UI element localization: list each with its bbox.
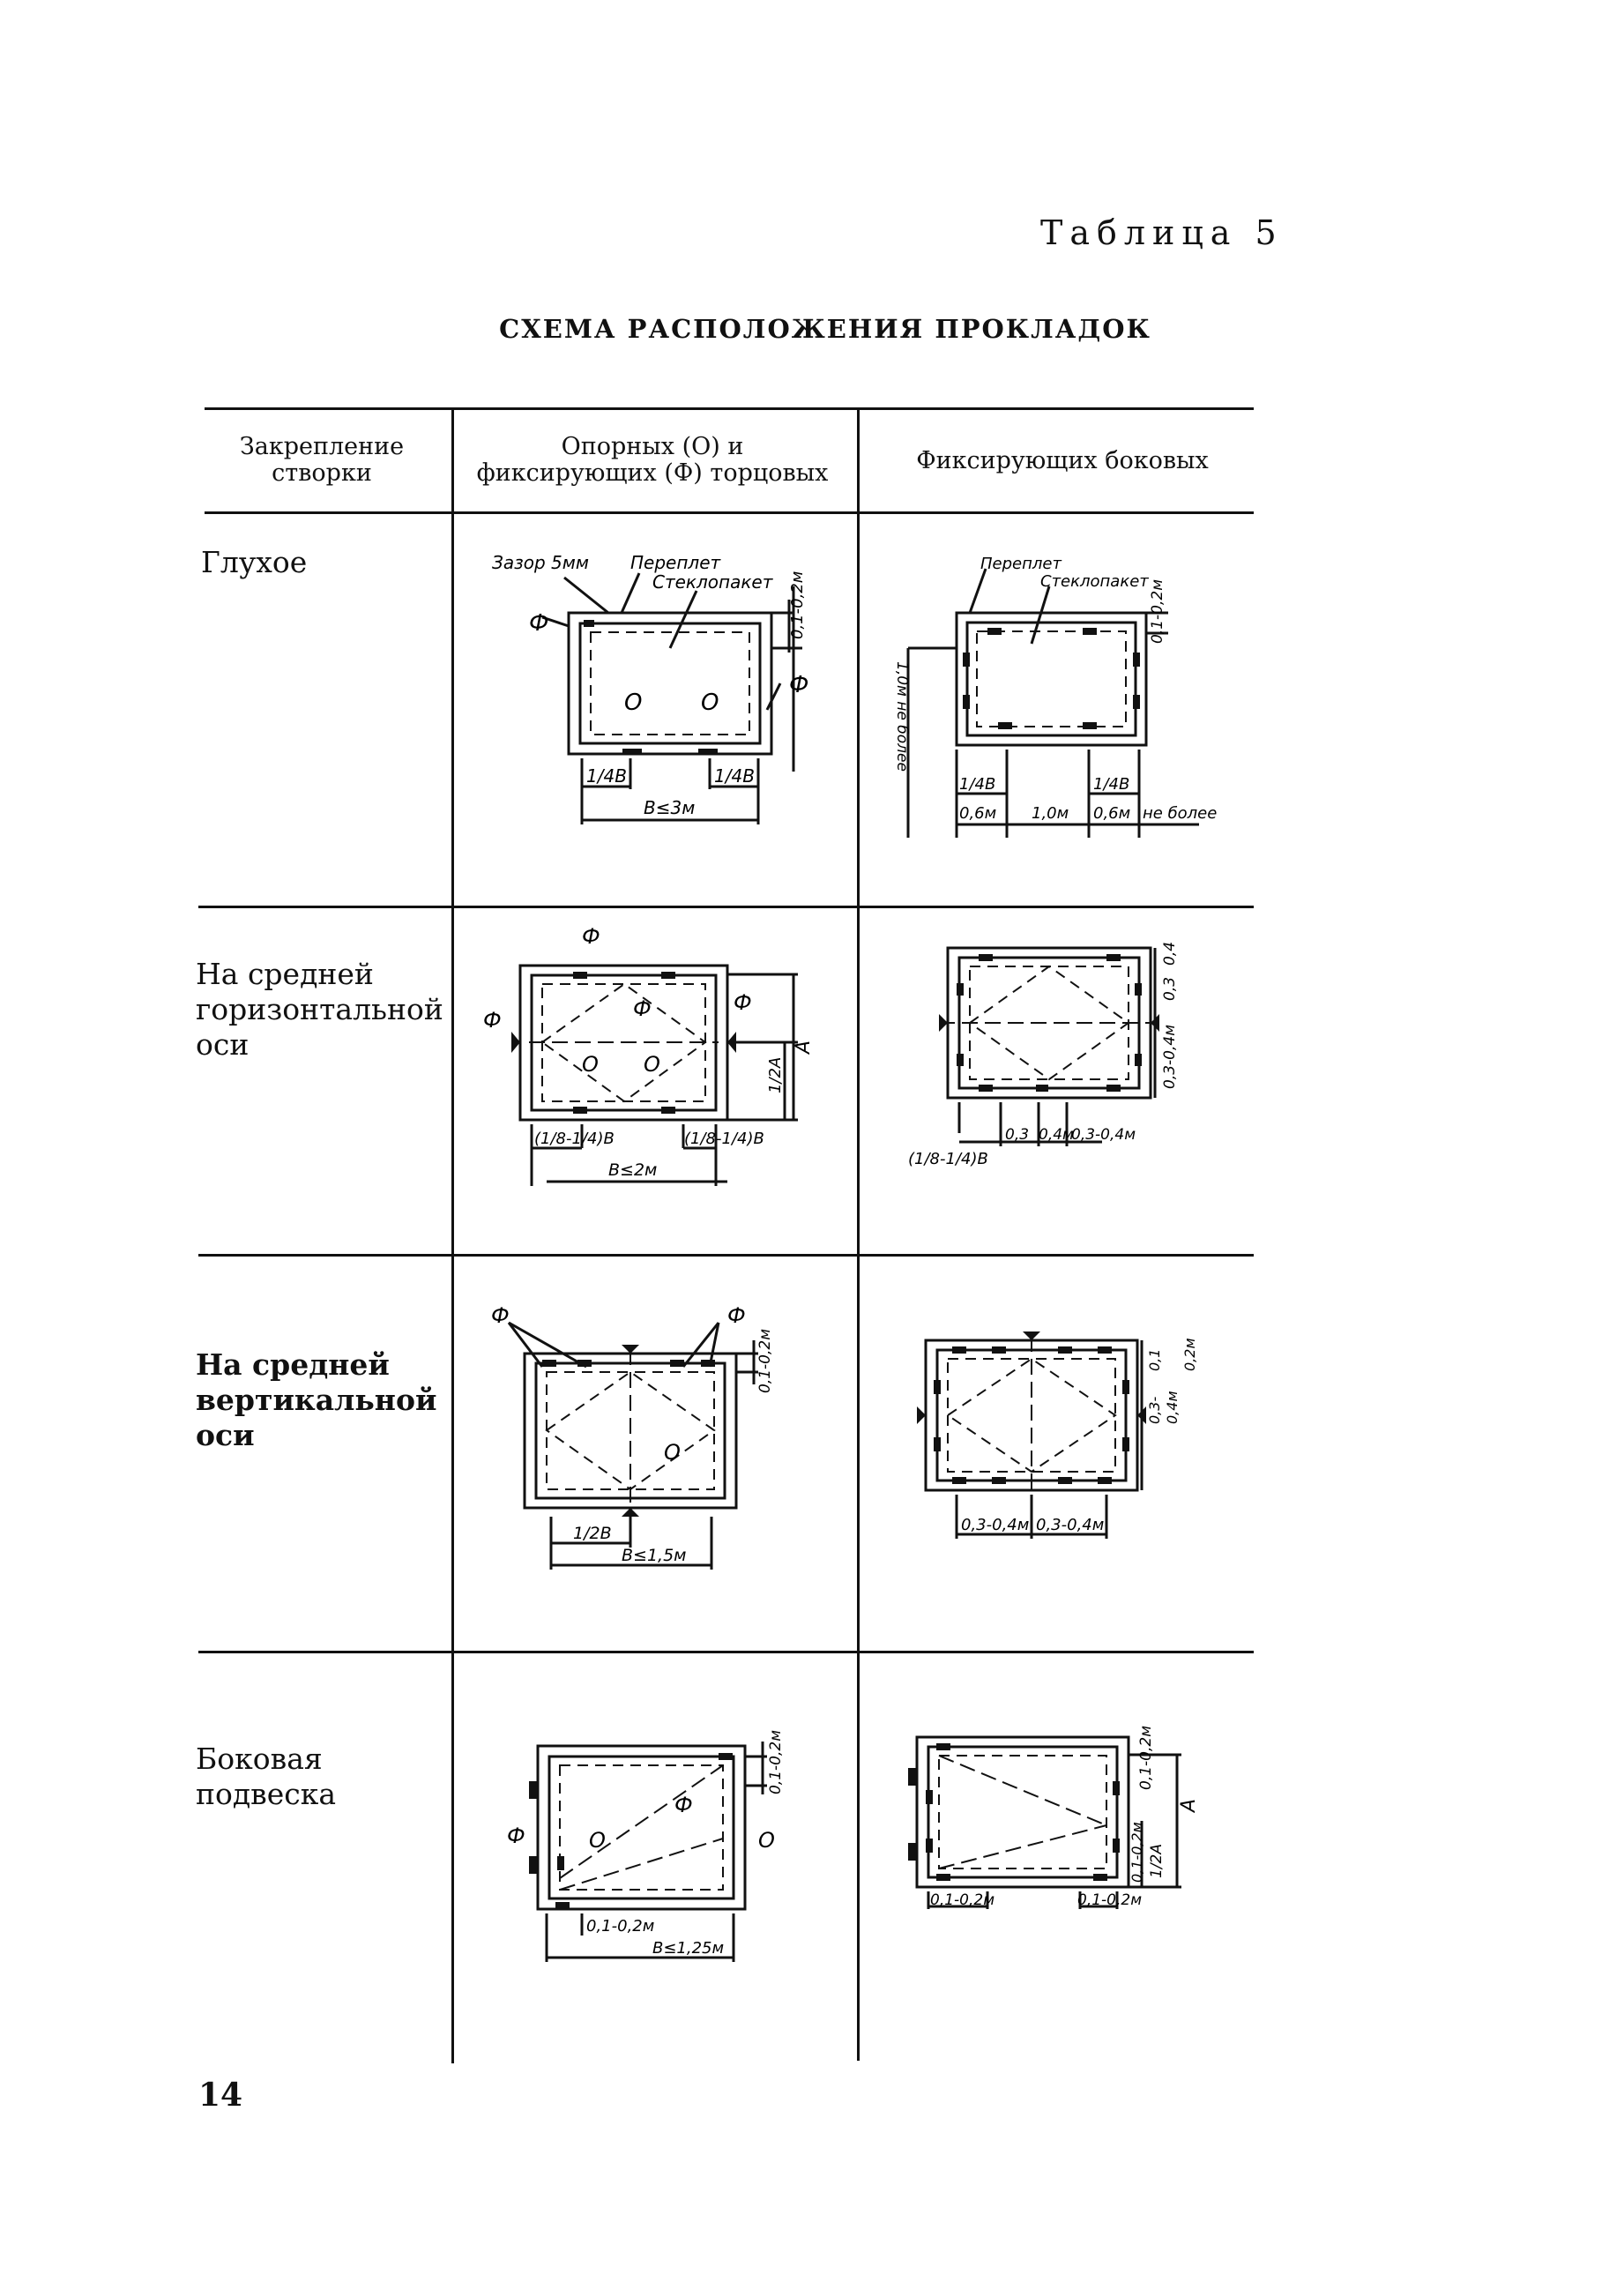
column-divider xyxy=(857,407,860,2061)
height-label: А xyxy=(793,1041,815,1055)
quarter-label: 1/4В xyxy=(959,775,995,794)
fix-label: Ф xyxy=(789,672,808,698)
range-label: (1/8-1/4)В xyxy=(534,1130,615,1148)
range-label: (1/8-1/4)В xyxy=(908,1150,988,1168)
fix-label: Ф xyxy=(674,1793,693,1817)
row-divider xyxy=(198,906,1254,908)
spacing-label: 0,3-0,4м xyxy=(1036,1516,1104,1534)
fix-label: Ф xyxy=(727,1303,746,1328)
table-label: Таблица 5 xyxy=(1040,213,1284,252)
support-label: О xyxy=(758,1828,775,1853)
diagram-horizontal-axis-end-pads: Ф Ф Ф Ф О О 1/2А А (1/8-1/4)В (1/8-1/4)В… xyxy=(483,924,815,1186)
half-height-label: 1/2А xyxy=(1148,1844,1166,1878)
header-fixing: Закрепление створки xyxy=(239,433,405,487)
spacing-label: 0,4 xyxy=(1161,942,1179,966)
fix-label: Ф xyxy=(529,610,548,637)
support-label: О xyxy=(701,690,719,716)
range-label: (1/8-1/4)В xyxy=(684,1130,764,1148)
width-label: В≤1,25м xyxy=(652,1939,724,1958)
row-label-horizontal-axis: На средней горизонтальной оси xyxy=(196,957,443,1062)
spacing-label: 0,2м xyxy=(1181,1338,1198,1371)
row-label-side-hung: Боковая подвеска xyxy=(196,1742,337,1811)
edge-label: 0,1-0,2м xyxy=(756,1329,774,1393)
side-spacing-label: 1,0м не более xyxy=(893,661,911,772)
spacing-label: 0,1-0,2м xyxy=(1077,1891,1142,1909)
support-label: О xyxy=(582,1052,599,1077)
edge-label: 0,1-0,2м xyxy=(1149,579,1166,644)
diagram-vertical-axis-side-pads: 0,1 0,3- 0,4м 0,2м 0,3-0,4м 0,3-0,4м xyxy=(917,1331,1198,1539)
quarter-label: 1/4В xyxy=(586,765,627,787)
half-height-label: 1/2А xyxy=(766,1057,785,1093)
edge-label: 0,1-0,2м xyxy=(788,571,807,639)
support-label: О xyxy=(589,1828,606,1853)
header-side-pads: Фиксирующих боковых xyxy=(916,447,1209,474)
glass-label: Стеклопакет xyxy=(1040,572,1149,591)
row-label-vertical-axis: На средней вертикальной оси xyxy=(196,1347,437,1452)
spacing-label: 0,3- xyxy=(1146,1397,1163,1424)
spacing-label: 0,3 xyxy=(1161,977,1179,1001)
fix-label: Ф xyxy=(633,996,652,1021)
quarter-label: 1/4В xyxy=(1093,775,1129,794)
width-label: В≤1,5м xyxy=(622,1546,687,1565)
table-top-rule xyxy=(205,407,1254,410)
gap-label: Зазор 5мм xyxy=(492,552,589,573)
spacing-label: 1,0м xyxy=(1032,804,1069,823)
spacing-label: 0,1-0,2м xyxy=(586,1917,654,1936)
spacing-label: 0,1-0,2м xyxy=(930,1891,995,1909)
fix-label: Ф xyxy=(491,1303,510,1328)
header-end-pads: Опорных (О) и фиксирующих (Ф) торцовых xyxy=(476,433,829,487)
row-divider xyxy=(198,1254,1254,1257)
edge-label: 0,1-0,2м xyxy=(1137,1726,1155,1790)
spacing-label: 0,6м xyxy=(959,804,996,823)
glass-label: Стеклопакет xyxy=(652,571,774,593)
diagram-side-hung-side-pads: 0,1-0,2м А 1/2А 0,1-0,2м 0,1-0,2м 0,1-0,… xyxy=(908,1726,1200,1909)
note-label: не более xyxy=(1143,804,1217,823)
header-bottom-rule xyxy=(205,511,1254,514)
diagram-horizontal-axis-side-pads: 0,3-0,4м 0,3 0,4 (1/8-1/4)В 0,3 0,4м 0,3… xyxy=(908,942,1179,1168)
row-label-fixed: Глухое xyxy=(201,545,308,579)
spacing-label: 0,3-0,4м xyxy=(1161,1025,1179,1089)
spacing-label: 0,4м xyxy=(1039,1126,1074,1144)
column-divider xyxy=(451,407,454,2063)
diagram-vertical-axis-end-pads: Ф Ф 0,1-0,2м О 1/2В В≤1,5м xyxy=(491,1303,774,1570)
support-label: О xyxy=(624,690,642,716)
row-divider xyxy=(198,1651,1254,1653)
height-label: А xyxy=(1178,1799,1200,1814)
frame-label: Переплет xyxy=(630,552,722,573)
edge-label: 0,1-0,2м xyxy=(767,1730,785,1794)
spacing-label: 0,3-0,4м xyxy=(1071,1126,1136,1144)
support-label: О xyxy=(644,1052,660,1077)
quarter-label: 1/4В xyxy=(714,765,755,787)
spacing-label: 0,3-0,4м xyxy=(961,1516,1029,1534)
spacing-label: 0,3 xyxy=(1005,1126,1029,1144)
frame-label: Переплет xyxy=(980,555,1062,573)
spacing-label: 0,6м xyxy=(1093,804,1130,823)
diagram-side-hung-end-pads: 0,1-0,2м Ф Ф О О 0,1-0,2м В≤1,25м xyxy=(507,1730,785,1962)
diagram-fixed-side-pads: Переплет Стеклопакет 0,1-0,2м 1,0м не бо… xyxy=(893,555,1217,838)
fix-label: Ф xyxy=(507,1824,525,1848)
table-title: СХЕМА РАСПОЛОЖЕНИЯ ПРОКЛАДОК xyxy=(499,314,1151,344)
half-width-label: 1/2В xyxy=(573,1524,612,1543)
spacing-label: 0,1 xyxy=(1146,1349,1163,1371)
spacing-label: 0,1-0,2м xyxy=(1129,1822,1145,1883)
fix-label: Ф xyxy=(734,990,752,1015)
fix-label: Ф xyxy=(582,924,600,949)
width-label: В≤2м xyxy=(608,1160,657,1180)
diagram-fixed-end-pads: Зазор 5мм Переплет Стеклопакет 0,1-0,2м … xyxy=(492,552,808,824)
page-number: 14 xyxy=(198,2077,243,2114)
fix-label: Ф xyxy=(483,1008,502,1033)
width-label: В≤3м xyxy=(644,797,695,818)
support-label: О xyxy=(664,1440,681,1465)
spacing-label: 0,4м xyxy=(1164,1391,1181,1424)
